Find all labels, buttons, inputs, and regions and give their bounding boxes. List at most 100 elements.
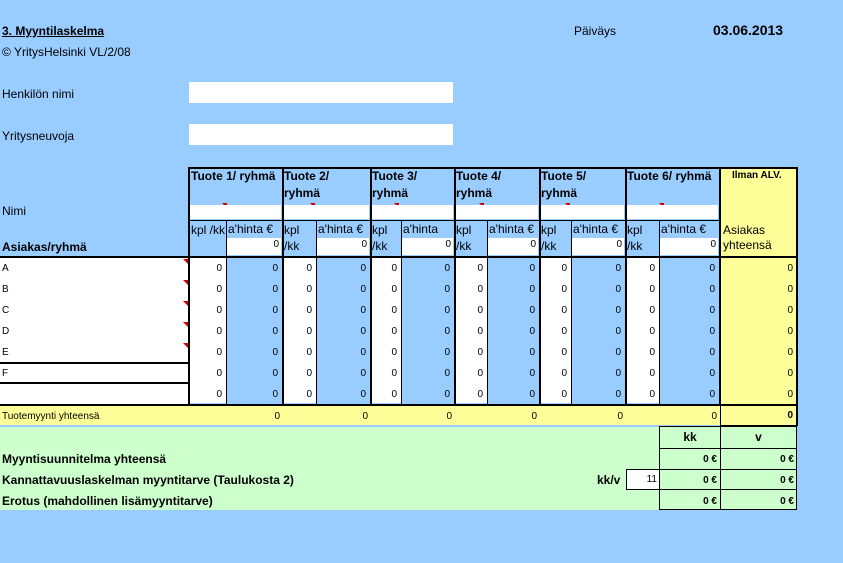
customer-name-cell[interactable]: E: [2, 347, 9, 358]
quantity-cell[interactable]: 0: [216, 347, 222, 358]
unit-price-value[interactable]: 0: [445, 239, 451, 250]
quantity-cell[interactable]: 0: [306, 326, 312, 337]
quantity-cell[interactable]: 0: [216, 326, 222, 337]
revenue-cell[interactable]: 0: [709, 389, 715, 400]
quantity-cell[interactable]: 0: [306, 263, 312, 274]
revenue-cell[interactable]: 0: [360, 263, 366, 274]
revenue-cell[interactable]: 0: [272, 368, 278, 379]
revenue-cell[interactable]: 0: [615, 284, 621, 295]
quantity-cell[interactable]: 0: [391, 305, 397, 316]
person-name-field[interactable]: [189, 82, 453, 103]
quantity-cell[interactable]: 0: [561, 284, 567, 295]
revenue-cell[interactable]: 0: [444, 347, 450, 358]
revenue-cell[interactable]: 0: [272, 347, 278, 358]
product-name-field[interactable]: [626, 205, 718, 219]
quantity-cell[interactable]: 0: [649, 305, 655, 316]
quantity-cell[interactable]: 0: [216, 305, 222, 316]
quantity-cell[interactable]: 0: [561, 305, 567, 316]
revenue-cell[interactable]: 0: [444, 368, 450, 379]
product-name-field[interactable]: [371, 205, 453, 219]
unit-price-field[interactable]: [402, 238, 453, 255]
quantity-cell[interactable]: 0: [649, 389, 655, 400]
product-name-field[interactable]: [540, 205, 624, 219]
revenue-cell[interactable]: 0: [272, 389, 278, 400]
unit-price-value[interactable]: 0: [530, 239, 536, 250]
customer-name-cell[interactable]: C: [2, 305, 10, 316]
customer-name-cell[interactable]: A: [2, 263, 9, 274]
quantity-cell[interactable]: 0: [477, 347, 483, 358]
quantity-cell[interactable]: 0: [306, 368, 312, 379]
revenue-cell[interactable]: 0: [615, 347, 621, 358]
revenue-cell[interactable]: 0: [444, 326, 450, 337]
quantity-cell[interactable]: 0: [216, 389, 222, 400]
revenue-cell[interactable]: 0: [444, 389, 450, 400]
unit-price-value[interactable]: 0: [710, 239, 716, 250]
revenue-cell[interactable]: 0: [709, 347, 715, 358]
quantity-cell[interactable]: 0: [306, 284, 312, 295]
product-name-field[interactable]: [283, 205, 369, 219]
product-name-field[interactable]: [190, 205, 281, 219]
revenue-cell[interactable]: 0: [709, 305, 715, 316]
quantity-cell[interactable]: 0: [306, 347, 312, 358]
quantity-cell[interactable]: 0: [391, 368, 397, 379]
revenue-cell[interactable]: 0: [529, 347, 535, 358]
unit-price-value[interactable]: 0: [361, 239, 367, 250]
revenue-cell[interactable]: 0: [360, 389, 366, 400]
revenue-cell[interactable]: 0: [615, 305, 621, 316]
revenue-cell[interactable]: 0: [529, 326, 535, 337]
revenue-cell[interactable]: 0: [272, 284, 278, 295]
quantity-cell[interactable]: 0: [391, 284, 397, 295]
revenue-cell[interactable]: 0: [615, 326, 621, 337]
kkv-value[interactable]: 11: [646, 474, 657, 485]
quantity-cell[interactable]: 0: [561, 347, 567, 358]
revenue-cell[interactable]: 0: [272, 305, 278, 316]
quantity-cell[interactable]: 0: [391, 263, 397, 274]
revenue-cell[interactable]: 0: [529, 284, 535, 295]
revenue-cell[interactable]: 0: [360, 305, 366, 316]
quantity-cell[interactable]: 0: [477, 305, 483, 316]
quantity-cell[interactable]: 0: [649, 347, 655, 358]
revenue-cell[interactable]: 0: [709, 326, 715, 337]
quantity-cell[interactable]: 0: [216, 263, 222, 274]
quantity-cell[interactable]: 0: [477, 263, 483, 274]
advisor-field[interactable]: [189, 124, 453, 145]
quantity-cell[interactable]: 0: [391, 347, 397, 358]
quantity-cell[interactable]: 0: [216, 368, 222, 379]
unit-price-field[interactable]: [660, 238, 718, 255]
quantity-cell[interactable]: 0: [391, 389, 397, 400]
revenue-cell[interactable]: 0: [360, 284, 366, 295]
revenue-cell[interactable]: 0: [444, 305, 450, 316]
customer-name-cell[interactable]: F: [2, 368, 9, 379]
quantity-cell[interactable]: 0: [649, 263, 655, 274]
product-name-field[interactable]: [455, 205, 538, 219]
quantity-cell[interactable]: 0: [561, 326, 567, 337]
quantity-cell[interactable]: 0: [477, 389, 483, 400]
unit-price-value[interactable]: 0: [616, 239, 622, 250]
revenue-cell[interactable]: 0: [615, 263, 621, 274]
revenue-cell[interactable]: 0: [615, 368, 621, 379]
unit-price-field[interactable]: [227, 238, 281, 255]
quantity-cell[interactable]: 0: [477, 326, 483, 337]
revenue-cell[interactable]: 0: [529, 368, 535, 379]
revenue-cell[interactable]: 0: [272, 263, 278, 274]
customer-name-cell[interactable]: B: [2, 284, 9, 295]
unit-price-field[interactable]: [488, 238, 538, 255]
revenue-cell[interactable]: 0: [529, 305, 535, 316]
unit-price-value[interactable]: 0: [273, 239, 279, 250]
unit-price-field[interactable]: [572, 238, 624, 255]
date-value[interactable]: 03.06.2013: [713, 22, 784, 38]
revenue-cell[interactable]: 0: [709, 263, 715, 274]
quantity-cell[interactable]: 0: [477, 284, 483, 295]
quantity-cell[interactable]: 0: [391, 326, 397, 337]
revenue-cell[interactable]: 0: [709, 368, 715, 379]
revenue-cell[interactable]: 0: [360, 326, 366, 337]
quantity-cell[interactable]: 0: [216, 284, 222, 295]
revenue-cell[interactable]: 0: [272, 326, 278, 337]
quantity-cell[interactable]: 0: [649, 326, 655, 337]
revenue-cell[interactable]: 0: [360, 347, 366, 358]
revenue-cell[interactable]: 0: [615, 389, 621, 400]
quantity-cell[interactable]: 0: [649, 284, 655, 295]
quantity-cell[interactable]: 0: [306, 389, 312, 400]
quantity-cell[interactable]: 0: [561, 368, 567, 379]
unit-price-field[interactable]: [317, 238, 369, 255]
